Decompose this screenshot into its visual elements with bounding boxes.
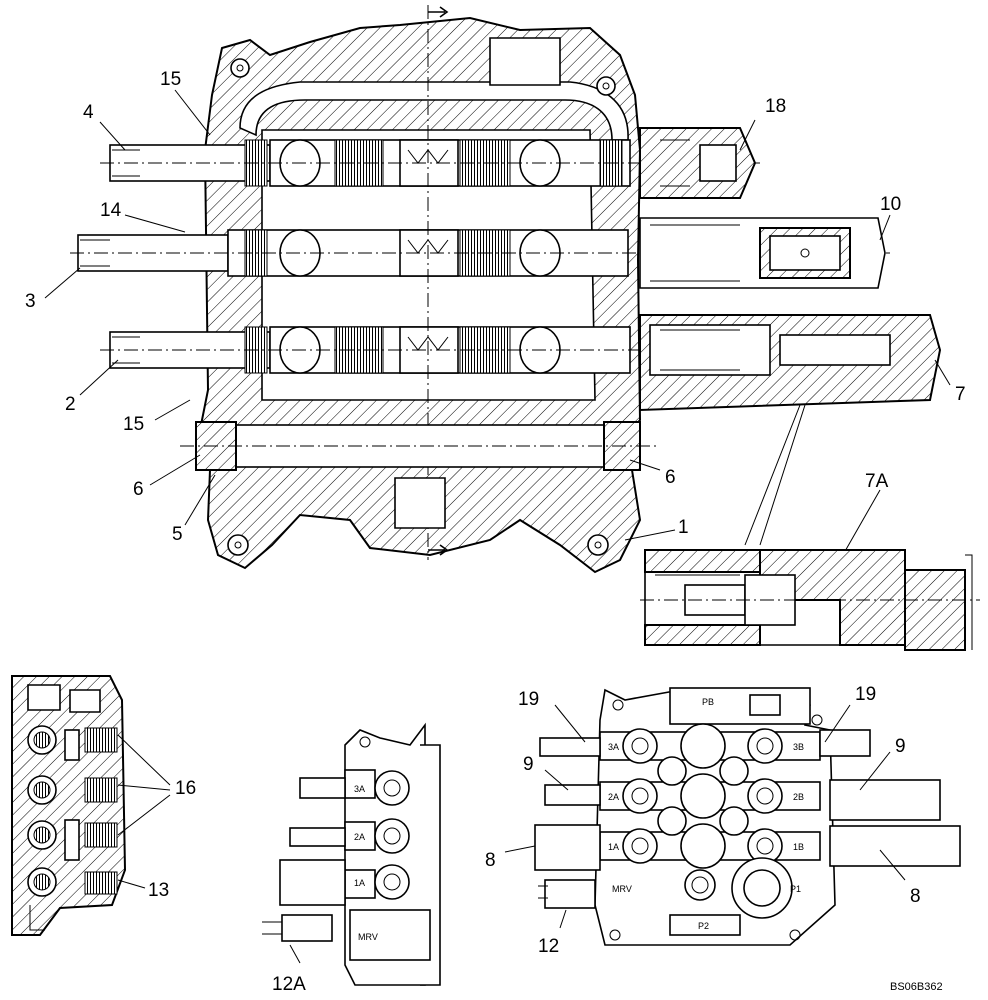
front-tag-1a: 1A [608,842,619,852]
cap-assembly-bottom [639,314,942,412]
callout-4: 4 [83,102,94,123]
callout-12: 12 [538,936,559,957]
main-leaders [44,89,951,561]
callout-12a: 12A [272,974,306,995]
front-tag-p1: P1 [790,884,801,894]
port-tags: 3A 2A 1A MRV PB 3A 3B 2A 2B 1A 1B MRV P1… [354,697,804,942]
cap-assembly-middle [639,217,886,289]
front-tag-3b: 3B [793,742,804,752]
callout-8-left: 8 [485,850,496,871]
callout-7a: 7A [865,471,889,492]
side-port-1a [344,864,410,900]
callout-labels: 15 4 18 14 10 3 2 15 7 6 6 5 1 7A 16 13 … [25,69,966,995]
callout-8-right: 8 [910,886,921,907]
callout-19-left: 19 [518,689,539,710]
side-port-2a [344,818,410,854]
front-tag-pb: PB [702,697,714,707]
front-tag-p2: P2 [698,921,709,931]
callout-9-left: 9 [523,754,534,775]
callout-10: 10 [880,194,901,215]
callout-19-right: 19 [855,684,876,705]
detail-7a-view [640,549,980,651]
callout-6-right: 6 [665,467,676,488]
side-tag-3a: 3A [354,784,365,794]
callout-3: 3 [25,291,36,312]
callout-16: 16 [175,778,196,799]
callout-18: 18 [765,96,786,117]
front-tag-2b: 2B [793,792,804,802]
callout-1: 1 [678,517,689,538]
callout-6-left: 6 [133,479,144,500]
side-port-3a [344,769,410,806]
side-section-view [11,675,171,936]
front-tag-3a: 3A [608,742,619,752]
side-tag-mrv: MRV [358,932,378,942]
side-elevation-view [262,722,441,986]
cap-assembly-top [639,127,757,199]
figure-code: BS06B362 [890,981,943,993]
front-view [504,687,961,946]
callout-13: 13 [148,880,169,901]
callout-7: 7 [955,384,966,405]
front-tag-2a: 2A [608,792,619,802]
callout-14: 14 [100,200,122,221]
front-tag-mrv: MRV [612,884,632,894]
callout-5: 5 [172,524,183,545]
main-section-view [44,5,951,574]
callout-9-right: 9 [895,736,906,757]
front-tag-1b: 1B [793,842,804,852]
side-tag-1a: 1A [354,878,365,888]
callout-2: 2 [65,394,76,415]
side-tag-2a: 2A [354,832,365,842]
callout-15-bottom: 15 [123,414,144,435]
callout-15-top: 15 [160,69,181,90]
